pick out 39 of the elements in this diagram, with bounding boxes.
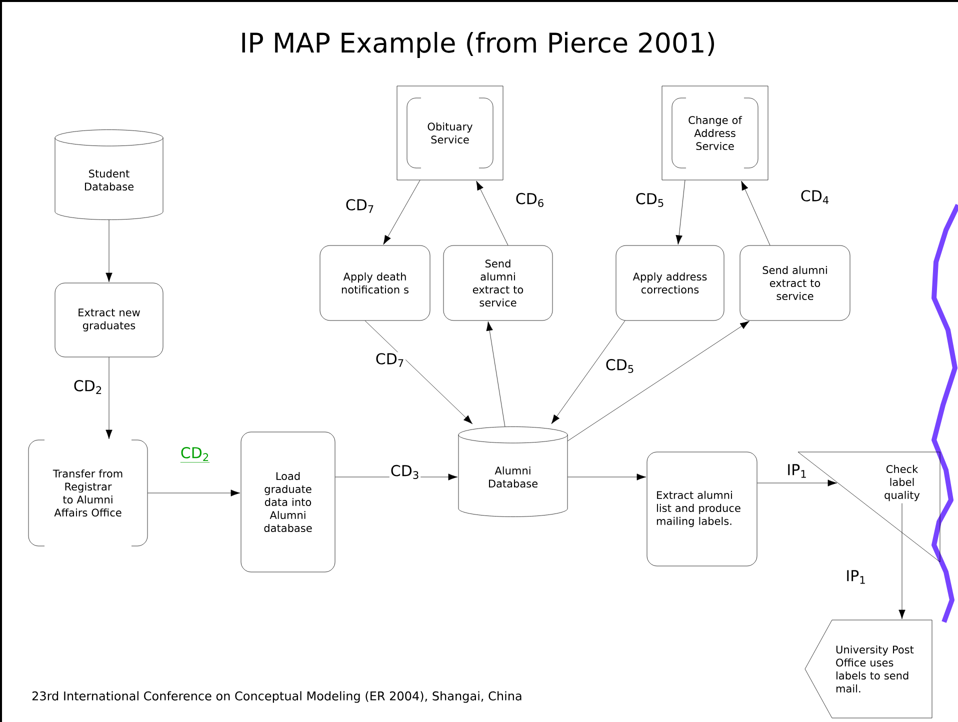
edge-label: CD$_{7}$ xyxy=(374,352,406,368)
arrow xyxy=(476,180,508,246)
process-box: Extract new graduates xyxy=(54,282,164,358)
service-box: Obituary Service xyxy=(396,86,504,180)
arrow xyxy=(757,480,838,486)
arrow xyxy=(486,321,506,427)
database-cylinder: Student Database xyxy=(54,130,164,220)
title: IP MAP Example (from Pierce 2001) xyxy=(242,32,714,58)
arrow xyxy=(551,320,626,424)
edge-label: CD$_{5}$ xyxy=(604,358,636,374)
arrow xyxy=(148,490,240,496)
edge-label: CD$_{7}$ xyxy=(344,198,376,214)
arrow xyxy=(364,320,473,424)
edge-label: CD$_{2}$ xyxy=(179,446,211,464)
arrow xyxy=(741,180,770,246)
arrow xyxy=(568,474,646,480)
process-box: Send alumni extract to service xyxy=(443,245,553,321)
destination-pentagon: University Post Office uses labels to send mail. xyxy=(804,620,932,718)
process-box: Apply death notification s xyxy=(320,245,430,321)
edge-label: CD$_{4}$ xyxy=(799,189,831,205)
arrow xyxy=(106,220,112,282)
process-bracket: Transfer from Registrar to Alumni Affairs Office xyxy=(28,440,148,546)
process-box: Load graduate data into Alumni database xyxy=(240,432,336,572)
arrow xyxy=(676,180,686,245)
arrow xyxy=(106,357,112,440)
arrow xyxy=(568,320,750,442)
process-box: Apply address corrections xyxy=(616,245,724,321)
process-box: Extract alumni list and produce mailing labels. xyxy=(646,452,758,566)
edge-label: CD$_{3}$ xyxy=(389,464,421,480)
arrow xyxy=(898,503,906,620)
database-cylinder: Alumni Database xyxy=(458,426,568,517)
process-box: Send alumni extract to service xyxy=(740,245,850,321)
service-box: Change of Address Service xyxy=(662,86,768,180)
edge-label: CD$_{5}$ xyxy=(634,192,666,208)
footer-text: 23rd International Conference on Conceptual Modeling (ER 2004), Shangai, China xyxy=(32,691,522,703)
edge-label: CD$_{2}$ xyxy=(72,379,104,395)
edge-label: IP$_{1}$ xyxy=(844,569,868,585)
arrow xyxy=(383,180,420,245)
edge-label: CD$_{6}$ xyxy=(514,192,546,208)
